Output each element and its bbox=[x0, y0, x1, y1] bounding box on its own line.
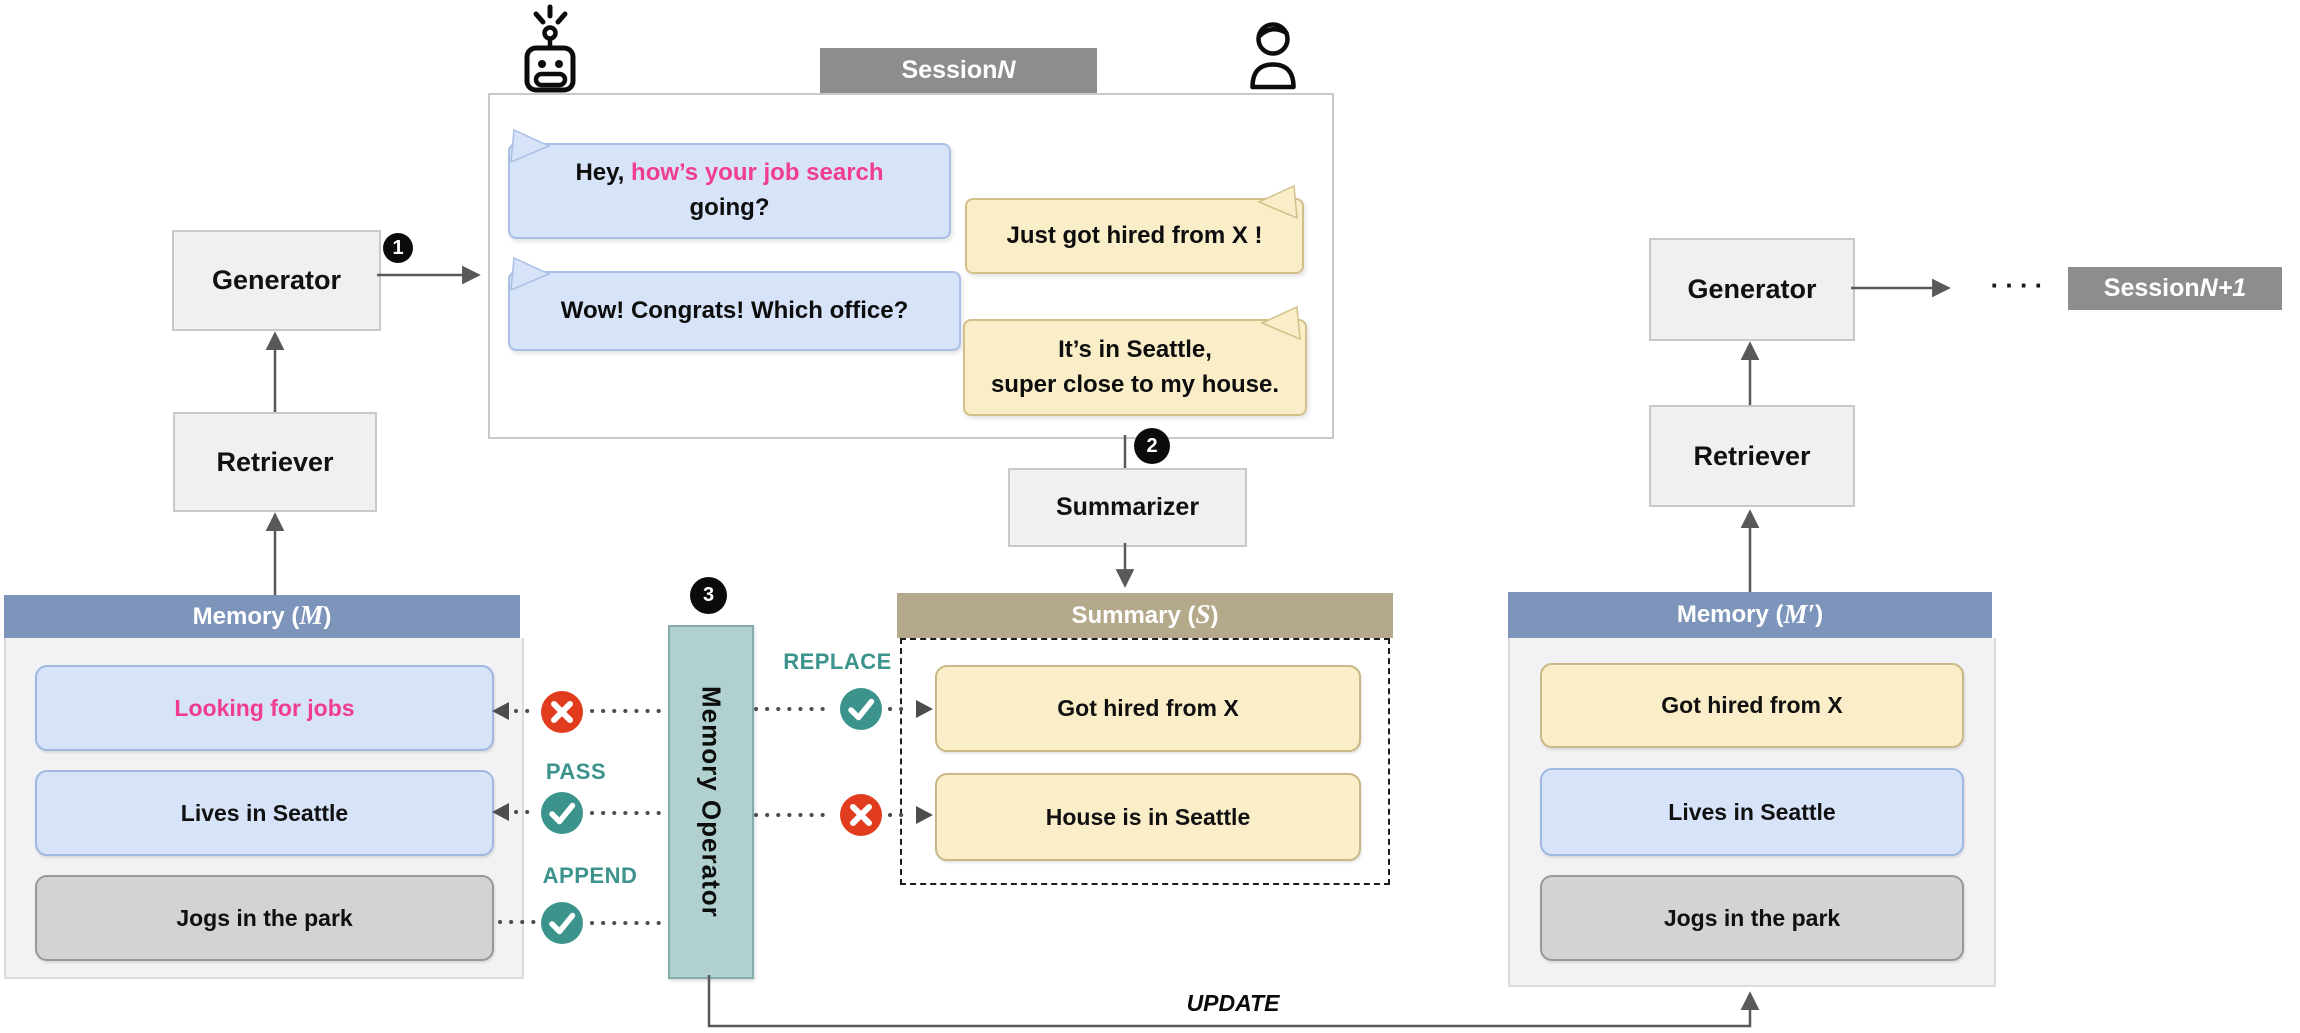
summary-s-variable: S bbox=[1195, 599, 1211, 629]
step-3-badge: 3 bbox=[690, 577, 727, 614]
user-bubble-1: Just got hired from X ! bbox=[965, 198, 1304, 274]
session-n-header-text: Session bbox=[901, 56, 998, 84]
user-bubble-2: It’s in Seattle, super close to my house… bbox=[963, 319, 1307, 416]
memory-item-jogs-in-the-park: Jogs in the park bbox=[35, 875, 494, 961]
memory-operator-label: Memory Operator bbox=[696, 686, 727, 918]
session-n-header: Session N bbox=[820, 48, 1097, 93]
mprime-item-jogs-in-the-park: Jogs in the park bbox=[1540, 875, 1964, 961]
retriever-box-right: Retriever bbox=[1649, 405, 1855, 507]
robot-icon bbox=[516, 2, 584, 94]
mprime-item-lives-in-seattle: Lives in Seattle bbox=[1540, 768, 1964, 856]
memory-mprime-header-text: Memory ( bbox=[1676, 601, 1784, 628]
session-n1-header-text: Session bbox=[2103, 274, 2200, 302]
mprime-item-got-hired: Got hired from X bbox=[1540, 663, 1964, 748]
check-icon-pass bbox=[539, 790, 585, 836]
agent-bubble-2: Wow! Congrats! Which office? bbox=[508, 271, 961, 351]
memory-m-header: Memory ( M ) bbox=[4, 595, 520, 638]
summary-item-house-seattle: House is in Seattle bbox=[935, 773, 1361, 861]
mprime-item-3-text: Jogs in the park bbox=[1663, 904, 1841, 931]
memory-m-header-close: ) bbox=[323, 602, 332, 630]
user-bubble-2-line2: super close to my house. bbox=[990, 370, 1280, 398]
summary-s-header-close: ) bbox=[1210, 601, 1219, 629]
summary-s-header: Summary ( S ) bbox=[897, 593, 1393, 638]
step-2-number: 2 bbox=[1146, 434, 1158, 457]
memory-item-3-text: Jogs in the park bbox=[176, 904, 353, 931]
memory-operator-box: Memory Operator bbox=[668, 625, 754, 979]
pass-label-text: PASS bbox=[545, 759, 607, 784]
user-icon bbox=[1243, 20, 1303, 90]
check-icon-append bbox=[539, 900, 585, 946]
summary-item-2-text: House is in Seattle bbox=[1045, 803, 1251, 830]
memory-item-lives-in-seattle: Lives in Seattle bbox=[35, 770, 494, 856]
summary-item-got-hired: Got hired from X bbox=[935, 665, 1361, 752]
mprime-item-1-text: Got hired from X bbox=[1661, 692, 1843, 718]
step-1-number: 1 bbox=[392, 236, 404, 259]
generator-box-right: Generator bbox=[1649, 238, 1855, 341]
continuation-dots-text: ···· bbox=[1990, 270, 2050, 300]
update-label: UPDATE bbox=[1133, 990, 1333, 1020]
summarizer-label: Summarizer bbox=[1055, 493, 1200, 521]
summary-item-1-text: Got hired from X bbox=[1057, 695, 1239, 721]
agent-bubble-2-text: Wow! Congrats! Which office? bbox=[560, 296, 909, 324]
summary-s-header-text: Summary ( bbox=[1071, 601, 1196, 629]
memory-mprime-header: Memory ( M′ ) bbox=[1508, 592, 1992, 638]
session-n-variable: N bbox=[997, 56, 1016, 84]
generator-label-left: Generator bbox=[211, 265, 342, 295]
x-icon-discard bbox=[838, 792, 884, 838]
append-label-text: APPEND bbox=[542, 863, 638, 888]
agent-bubble-1: Hey, how’s your job search going? bbox=[508, 143, 951, 239]
retriever-label-left: Retriever bbox=[216, 446, 334, 477]
step-2-badge: 2 bbox=[1134, 428, 1170, 464]
append-label: APPEND bbox=[520, 863, 660, 889]
user-bubble-2-line1: It’s in Seattle, bbox=[1058, 335, 1212, 363]
check-icon-replace bbox=[838, 686, 884, 732]
step-3-number: 3 bbox=[702, 584, 715, 606]
session-n1-variable: N+1 bbox=[2199, 274, 2247, 302]
agent-bubble-1-pink: how’s your job search bbox=[631, 159, 884, 187]
memory-m-variable: M bbox=[299, 600, 324, 630]
retriever-box-left: Retriever bbox=[173, 412, 377, 512]
retriever-label-right: Retriever bbox=[1693, 440, 1811, 471]
generator-box-left: Generator bbox=[172, 230, 381, 331]
agent-bubble-1-line1: Hey, how’s your job search bbox=[575, 156, 883, 191]
agent-bubble-1-line2: going? bbox=[689, 194, 770, 221]
user-bubble-1-text: Just got hired from X ! bbox=[1006, 221, 1263, 249]
pass-label: PASS bbox=[521, 759, 631, 785]
update-label-text: UPDATE bbox=[1186, 990, 1280, 1016]
generator-label-right: Generator bbox=[1687, 274, 1817, 304]
memory-mprime-variable: M′ bbox=[1783, 598, 1816, 629]
replace-label: REPLACE bbox=[770, 649, 905, 675]
continuation-dots: ···· bbox=[1975, 270, 2065, 300]
agent-bubble-1-black: Hey, bbox=[575, 159, 632, 187]
session-n1-header: Session N+1 bbox=[2068, 267, 2282, 310]
summary-dashed-box bbox=[900, 638, 1390, 885]
memory-item-1-text: Looking for jobs bbox=[174, 694, 355, 721]
mprime-item-2-text: Lives in Seattle bbox=[1668, 798, 1836, 825]
memory-mprime-header-close: ) bbox=[1815, 601, 1824, 628]
replace-label-text: REPLACE bbox=[783, 649, 892, 674]
memory-item-looking-for-jobs: Looking for jobs bbox=[35, 665, 494, 751]
memory-item-2-text: Lives in Seattle bbox=[180, 799, 349, 826]
summarizer-box: Summarizer bbox=[1008, 468, 1247, 547]
step-1-badge: 1 bbox=[383, 233, 413, 263]
x-icon-replace-old bbox=[539, 689, 585, 735]
memory-m-header-text: Memory ( bbox=[192, 602, 300, 630]
